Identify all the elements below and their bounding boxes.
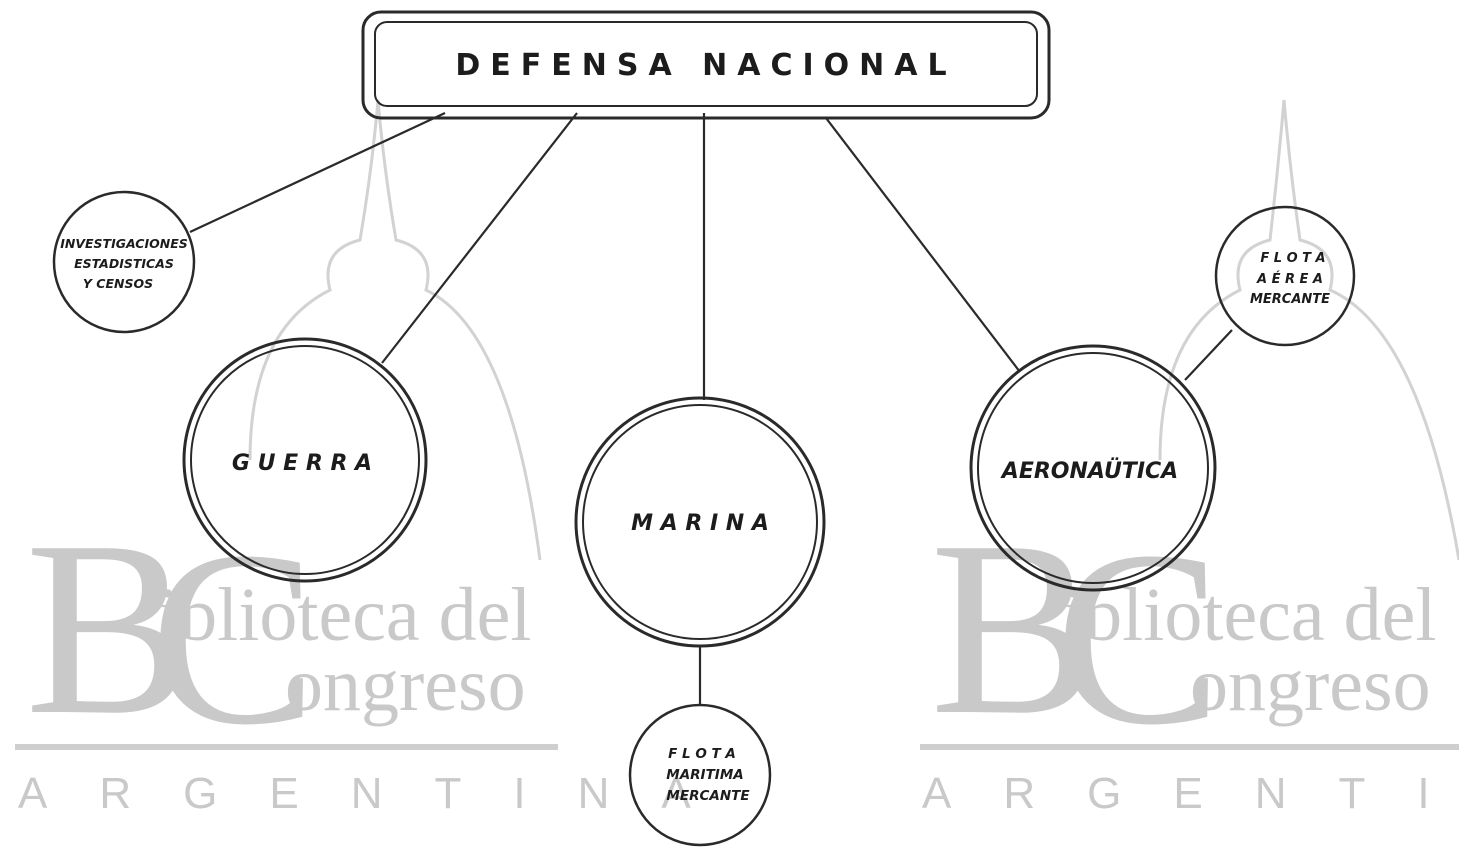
node-label-line2: A É R E A: [1256, 271, 1323, 287]
watermark-rule: [920, 744, 1459, 750]
watermark-line3: ARGENTINA: [18, 769, 743, 818]
node-label: AERONAÜTICA: [1000, 458, 1178, 484]
node-flota-aerea: F L O T A A É R E A MERCANTE: [1214, 205, 1356, 347]
node-circle-outer: [969, 344, 1217, 592]
watermark-right: B C iblioteca del ongreso ARGENTINA: [920, 99, 1459, 818]
watermark-letter-b: B: [930, 490, 1097, 767]
node-label-line3: Y CENSOS: [83, 276, 153, 291]
node-circle-inner: [977, 352, 1209, 584]
diagram-title: DEFENSA NACIONAL: [455, 48, 956, 83]
connectors: [189, 112, 1233, 706]
node-flota-maritima: F L O T A MARITIMA MERCANTE: [628, 703, 772, 847]
watermark-line1: iblioteca del: [158, 573, 532, 657]
watermark-line3: ARGENTINA: [922, 769, 1459, 818]
connector-guerra: [381, 112, 578, 364]
node-circle-outer: [182, 337, 428, 583]
node-circle: [1214, 205, 1356, 347]
node-guerra: G U E R R A: [182, 337, 428, 583]
watermark-rule: [15, 744, 558, 750]
watermark-left: B C iblioteca del ongreso ARGENTINA: [15, 99, 743, 818]
node-marina: M A R I N A: [574, 396, 826, 648]
node-circle-inner: [582, 404, 818, 640]
node-circle-inner: [190, 345, 420, 575]
node-label: M A R I N A: [631, 511, 769, 536]
watermark-letter-c: C: [1055, 500, 1222, 777]
node-label-line3: MERCANTE: [1250, 292, 1330, 307]
connector-investigaciones: [189, 112, 446, 233]
node-investigaciones: INVESTIGACIONES ESTADISTICAS Y CENSOS: [52, 190, 196, 334]
node-aeronautica: AERONAÜTICA: [969, 344, 1217, 592]
node-circle-outer: [574, 396, 826, 648]
node-circle: [628, 703, 772, 847]
title-box-inner: [374, 21, 1038, 107]
title-box-outer: [361, 10, 1051, 120]
node-label: G U E R R A: [232, 451, 372, 476]
node-label-line1: F L O T A: [1260, 251, 1325, 266]
connector-flota-aerea: [1184, 329, 1233, 381]
watermark-line2: ongreso: [285, 643, 526, 727]
watermark-letter-b: B: [25, 490, 192, 767]
watermark-dome-outline: [248, 99, 542, 561]
node-label-line1: F L O T A: [668, 746, 736, 762]
connector-aeronautica: [825, 117, 1021, 373]
title-box: DEFENSA NACIONAL: [361, 10, 1051, 120]
node-circle: [52, 190, 196, 334]
watermark-dome-outline: [1158, 99, 1459, 561]
node-label-line3: MERCANTE: [666, 788, 750, 804]
node-label-line2: ESTADISTICAS: [74, 256, 174, 271]
watermark-letter-c: C: [150, 500, 317, 777]
node-label-line2: MARITIMA: [666, 767, 743, 783]
node-label-line1: INVESTIGACIONES: [60, 236, 188, 251]
watermark-line2: ongreso: [1190, 643, 1431, 727]
